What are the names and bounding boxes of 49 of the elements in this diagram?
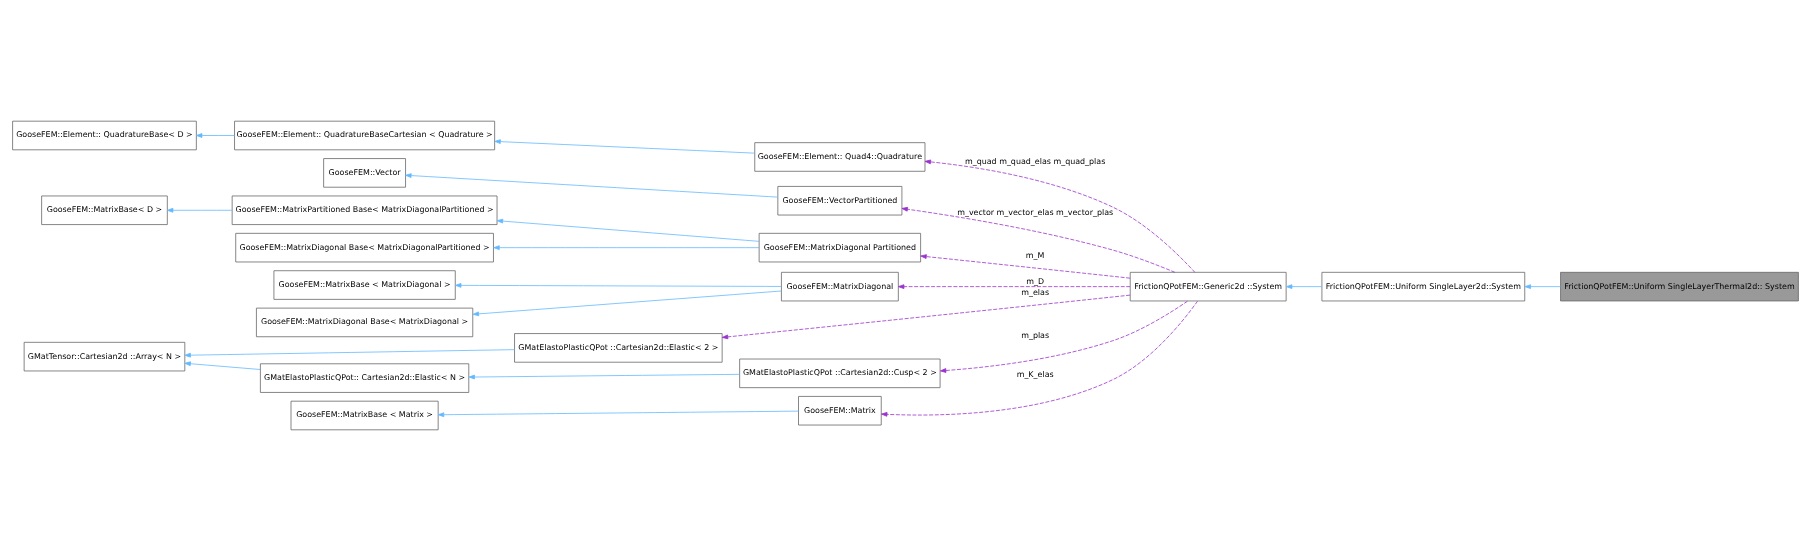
node-box: GooseFEM::MatrixBase< D >	[41, 195, 168, 225]
arrow	[166, 207, 233, 213]
edge-label: m_K_elas	[1016, 369, 1054, 379]
node-box: GooseFEM::Matrix	[798, 395, 882, 425]
arrow	[1285, 283, 1323, 289]
node-box: FrictionQPotFEM::Generic2d ::System	[1129, 271, 1287, 301]
arrow	[437, 410, 799, 417]
arrow	[184, 348, 515, 358]
arrow	[493, 244, 760, 250]
node-box: GooseFEM::MatrixDiagonal Base< MatrixDiagonalPartitioned >	[235, 232, 494, 262]
node-box: GMatElastoPlasticQPot ::Cartesian2d::Cusp< 2 >	[739, 358, 941, 388]
edge-label: m_D	[1026, 276, 1045, 286]
arrow	[939, 300, 1188, 373]
node-box: GooseFEM::Element:: QuadratureBaseCartesian < Quadrature >	[234, 120, 496, 150]
node-box: GooseFEM::Vector	[323, 157, 406, 188]
arrow	[721, 294, 1131, 339]
arrow	[924, 159, 1196, 273]
node-box: GooseFEM::MatrixBase < Matrix >	[290, 400, 439, 430]
arrow	[1524, 283, 1561, 289]
edge-label: m_quad m_quad_elas m_quad_plas	[964, 156, 1106, 166]
node-box: GooseFEM::VectorPartitioned	[777, 185, 903, 215]
node-box: GooseFEM::MatrixBase < MatrixDiagonal >	[273, 269, 456, 300]
node-box: GMatElastoPlasticQPot:: Cartesian2d::Elastic< N >	[260, 362, 470, 393]
arrow	[468, 373, 740, 379]
arrow	[920, 253, 1131, 279]
arrow	[405, 172, 779, 197]
arrow	[494, 138, 756, 154]
node-box: FrictionQPotFEM::Uniform SingleLayer2d::System	[1321, 271, 1526, 301]
edge-label: m_elas	[1021, 287, 1050, 297]
arrow	[496, 218, 760, 242]
node-box: GMatElastoPlasticQPot ::Cartesian2d::Elastic< 2 >	[514, 332, 723, 363]
arrow	[881, 300, 1198, 417]
arrow	[455, 282, 782, 288]
node-box: GooseFEM::MatrixDiagonal	[781, 271, 899, 301]
arrow	[184, 360, 261, 370]
arrow	[196, 132, 235, 138]
arrow	[901, 206, 1176, 273]
node-box: GMatTensor::Cartesian2d ::Array< N >	[23, 341, 186, 371]
edge-label: m_M	[1025, 250, 1045, 260]
node-box: GooseFEM::Element:: Quad4::Quadrature	[754, 141, 926, 172]
edge-label: m_plas	[1021, 330, 1050, 340]
node-box: GooseFEM::MatrixDiagonal Base< MatrixDiagonal >	[256, 307, 474, 337]
arrow	[472, 290, 782, 316]
arrow	[897, 283, 1131, 289]
node-box: GooseFEM::Element:: QuadratureBase< D >	[12, 120, 197, 150]
node-box: GooseFEM::MatrixDiagonal Partitioned	[758, 232, 921, 262]
node-box: FrictionQPotFEM::Uniform SingleLayerThermal2d:: System	[1560, 271, 1799, 301]
edge-label: m_vector m_vector_elas m_vector_plas	[957, 207, 1114, 217]
node-box: GooseFEM::MatrixPartitioned Base< MatrixDiagonalPartitioned >	[231, 195, 498, 225]
